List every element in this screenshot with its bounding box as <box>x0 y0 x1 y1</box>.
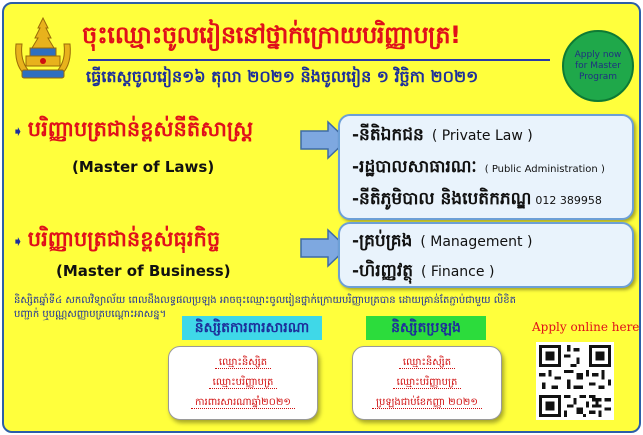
laws-option-public-admin[interactable]: -រដ្ឋបាលសាធារណៈ ( Public Administration … <box>352 156 605 181</box>
university-crest-icon <box>15 16 71 79</box>
right-arrow-icon <box>300 120 348 160</box>
laws-option-land-heritage[interactable]: -នីតិភូមិបាល និងបេតិកភណ្ឌ 012 389958 <box>352 188 602 213</box>
right-arrow-icon <box>300 228 348 268</box>
business-option-km: -ហិរញ្ញវត្ថុ <box>352 261 414 281</box>
business-option-en: ( Finance ) <box>421 264 495 280</box>
business-options-box: -គ្រប់គ្រង ( Management ) -ហិរញ្ញវត្ថុ (… <box>338 222 634 288</box>
apply-now-badge[interactable]: Apply now for Master Program <box>562 30 634 102</box>
arrow-bullet-icon: ➧ <box>12 233 24 250</box>
exam-certificate-card: ឈ្មោះនិស្សិត ឈ្មោះបរិញ្ញាបត្រ ប្រឡងជាប់ខ… <box>352 346 502 420</box>
business-option-en: ( Management ) <box>420 234 533 250</box>
business-option-finance[interactable]: -ហិរញ្ញវត្ថុ ( Finance ) <box>352 260 494 285</box>
eligibility-note: និស្សិតឆ្នាំទី៤ សកលវិទ្យាល័យ ពេលដឹងលទ្ធផ… <box>14 295 516 320</box>
title-underline <box>88 59 550 61</box>
card-field: ឈ្មោះបរិញ្ញាបត្រ <box>392 377 462 389</box>
business-heading: ➧ បរិញ្ញាបត្រជាន់ខ្ពស់ធុរកិច្ច <box>12 226 220 257</box>
laws-english-label: (Master of Laws) <box>72 158 215 176</box>
arrow-bullet-icon: ➧ <box>12 123 24 140</box>
schedule-subtitle: ធ្វើតេស្តចូលរៀន១៦ តុលា ២០២១ និងចូលរៀន ១ … <box>86 67 479 86</box>
card-field: ការពារសារណាឆ្នាំ២០២១ <box>191 397 295 409</box>
contact-phone: 012 389958 <box>535 194 602 207</box>
laws-heading: ➧ បរិញ្ញាបត្រជាន់ខ្ពស់នីតិសាស្ត្រ <box>12 116 253 147</box>
business-option-km: -គ្រប់គ្រង <box>352 231 413 251</box>
apply-online-link[interactable]: Apply online here <box>532 320 640 334</box>
laws-options-box: -នីតិឯកជន ( Private Law ) -រដ្ឋបាលសាធារណ… <box>338 114 634 220</box>
laws-option-km: -នីតិឯកជន <box>352 125 424 145</box>
thesis-certificate-card: ឈ្មោះនិស្សិត ឈ្មោះបរិញ្ញាបត្រ ការពារសារណ… <box>168 346 318 420</box>
laws-option-en: ( Public Administration ) <box>484 164 605 175</box>
business-english-label: (Master of Business) <box>56 262 231 280</box>
laws-heading-text: បរិញ្ញាបត្រជាន់ខ្ពស់នីតិសាស្ត្រ <box>27 117 254 141</box>
qr-code-icon[interactable] <box>536 342 614 420</box>
card-field: ឈ្មោះនិស្សិត <box>398 357 456 369</box>
laws-option-km: -រដ្ឋបាលសាធារណៈ <box>352 157 477 177</box>
business-heading-text: បរិញ្ញាបត្រជាន់ខ្ពស់ធុរកិច្ច <box>27 227 221 251</box>
card-field: ឈ្មោះនិស្សិត <box>214 357 272 369</box>
card-field: ប្រឡងជាប់ខែកញ្ញា ២០២១ <box>372 397 482 409</box>
tag-exam-students: និស្សិតប្រឡង <box>366 316 486 340</box>
laws-option-en: ( Private Law ) <box>431 128 533 144</box>
laws-option-km: -នីតិភូមិបាល និងបេតិកភណ្ឌ <box>352 189 532 209</box>
tag-thesis-students: និស្សិតការពារសារណា <box>182 316 322 340</box>
card-field: ឈ្មោះបរិញ្ញាបត្រ <box>208 377 278 389</box>
apply-now-badge-label: Apply now for Master Program <box>574 49 622 82</box>
laws-option-private-law[interactable]: -នីតិឯកជន ( Private Law ) <box>352 124 533 149</box>
page-title: ចុះឈ្មោះចូលរៀននៅថ្នាក់ក្រោយបរិញ្ញាបត្រ! <box>82 21 461 49</box>
business-option-management[interactable]: -គ្រប់គ្រង ( Management ) <box>352 230 532 255</box>
